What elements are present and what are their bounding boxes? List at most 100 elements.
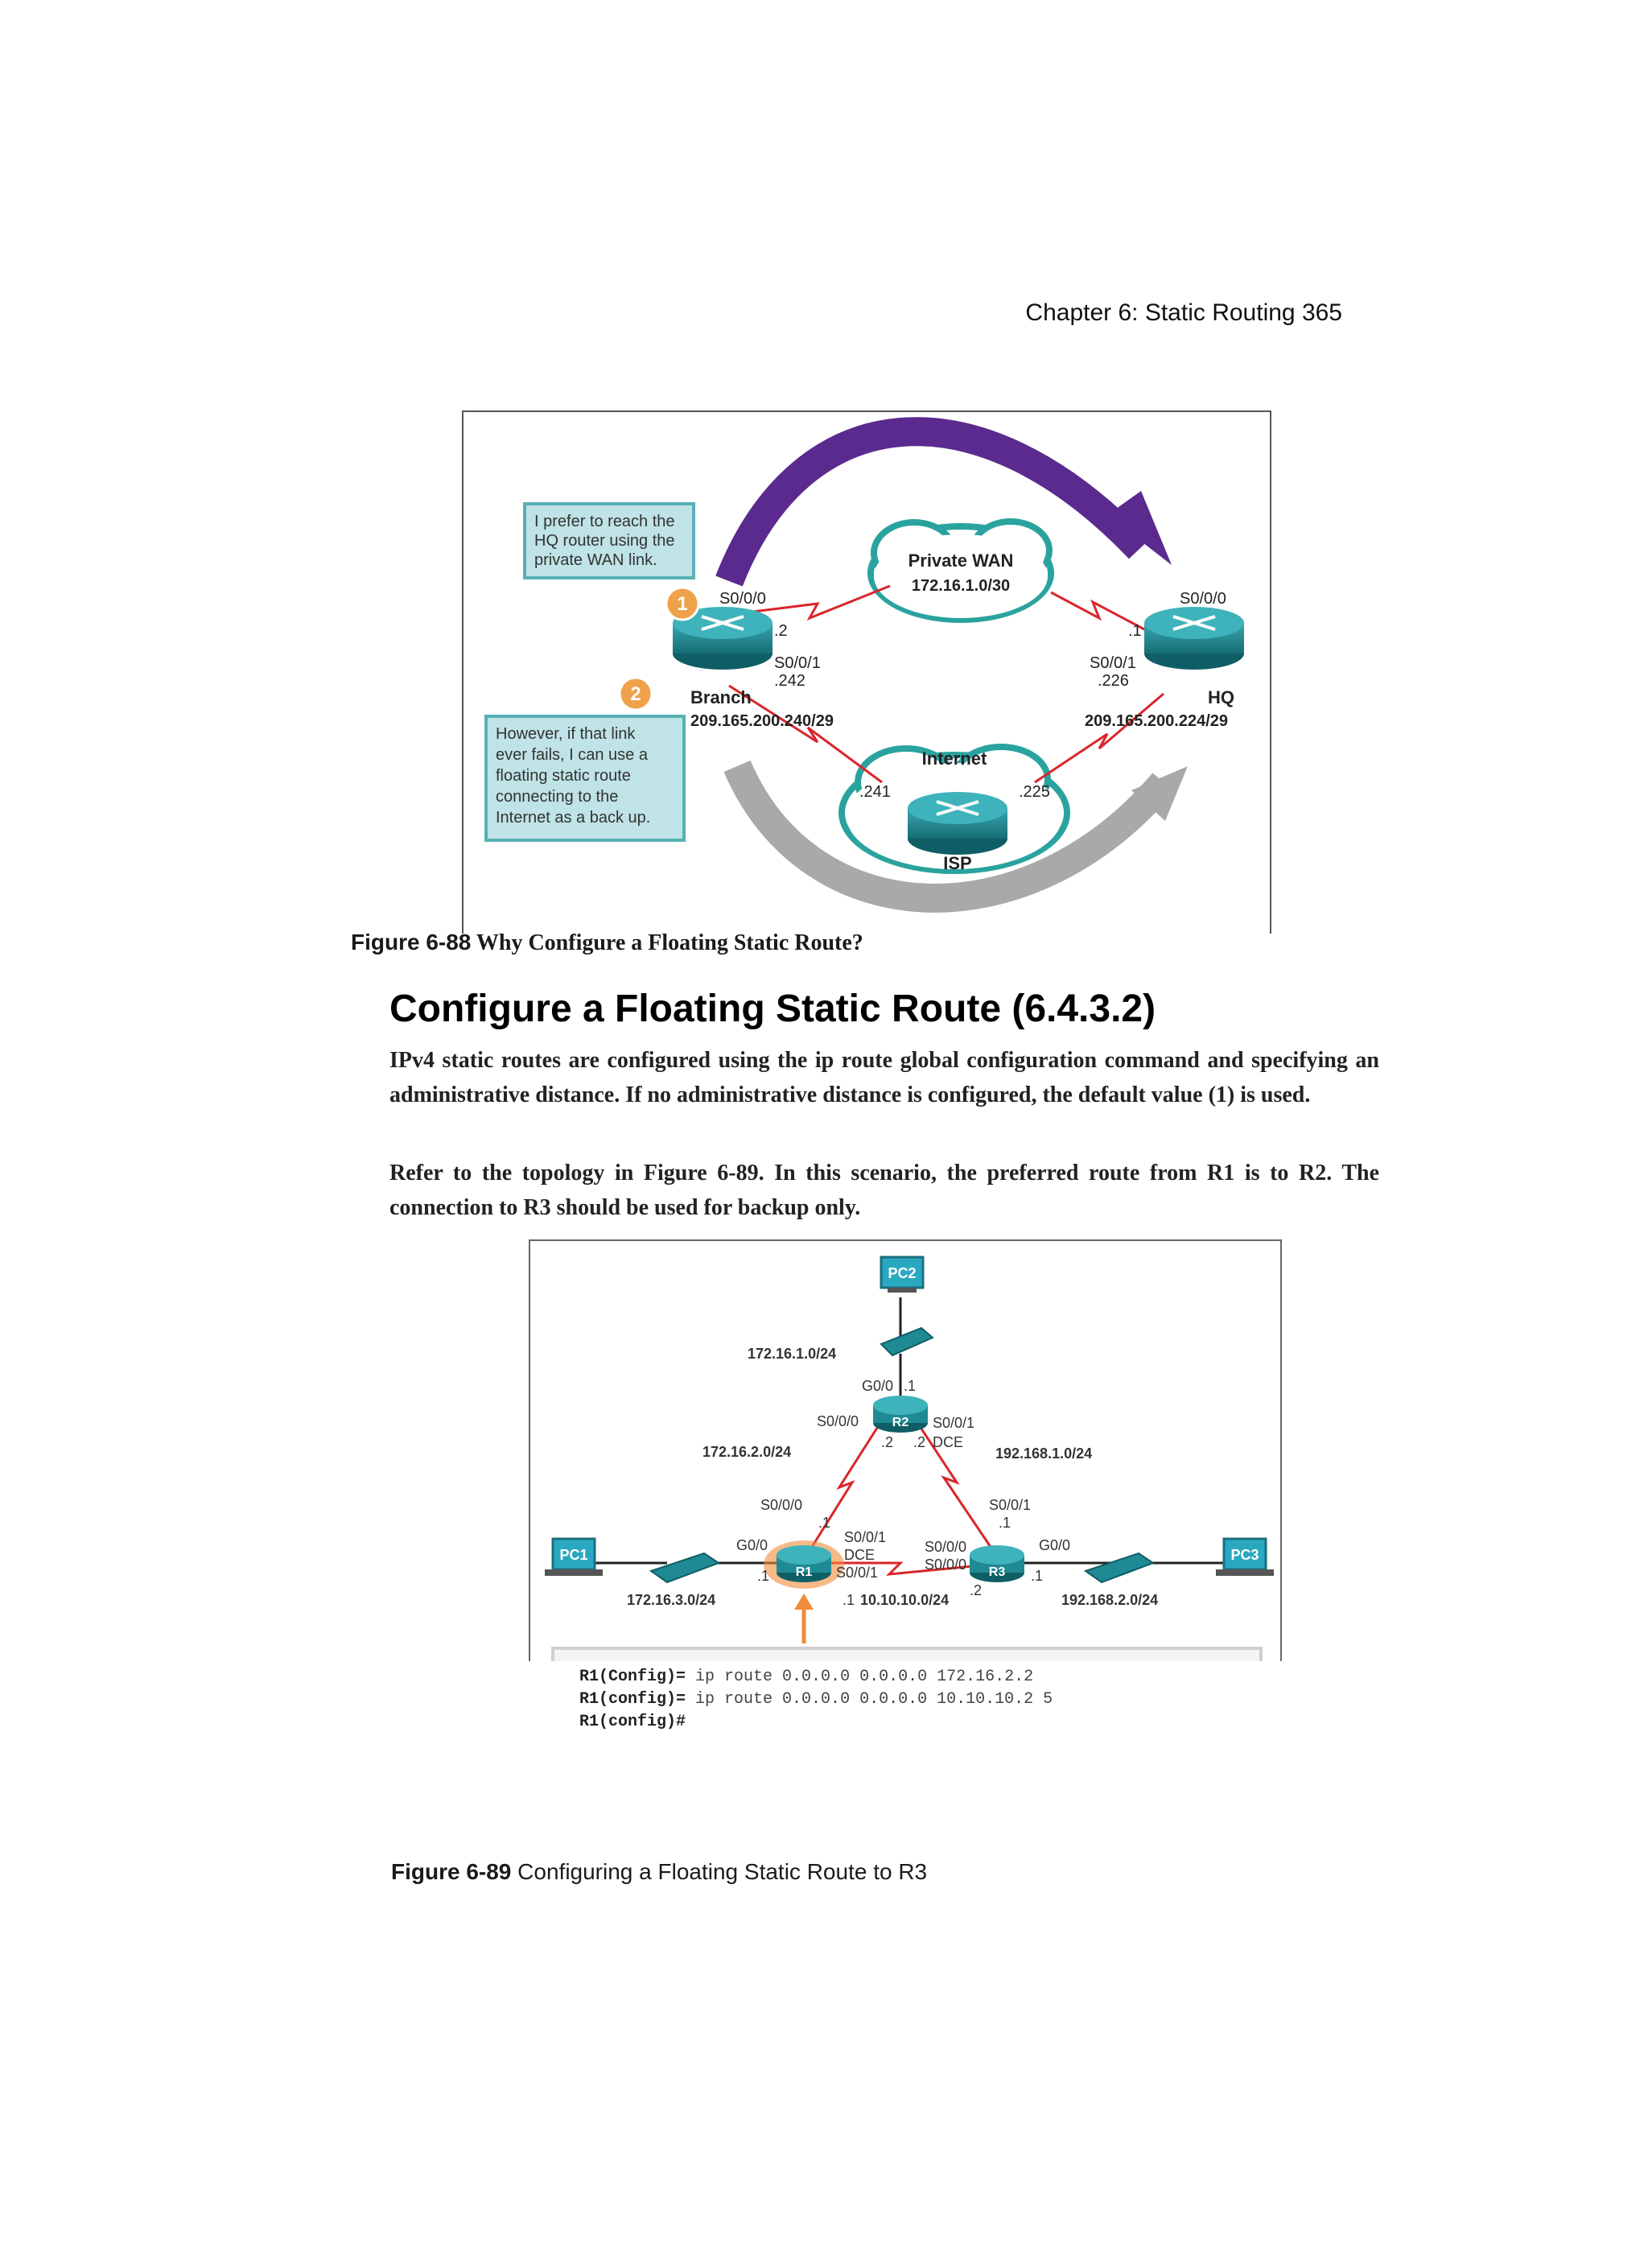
r2-s000: S0/0/0 <box>817 1413 859 1429</box>
r3-s001-ip: .1 <box>999 1515 1011 1531</box>
isp-label: ISP <box>943 853 971 873</box>
hq-label: HQ <box>1208 687 1234 707</box>
svg-text:PC2: PC2 <box>888 1265 916 1281</box>
primary-path-arrow <box>715 417 1151 587</box>
switch-r1-lan <box>649 1552 721 1584</box>
cli-line-3: R1(config)# <box>579 1711 1053 1734</box>
hq-s000-ip: .1 <box>1128 622 1142 640</box>
private-wan-network: 172.16.1.0/30 <box>912 577 1010 595</box>
r2-router: R2 <box>873 1396 928 1433</box>
hq-s001-label: S0/0/1 <box>1090 654 1136 672</box>
r1-s000: S0/0/0 <box>760 1497 802 1513</box>
r1-r3-serial <box>825 1561 974 1576</box>
console-panel-edge <box>551 1647 1263 1661</box>
r2-r3-serial <box>912 1416 992 1548</box>
figure-6-89-caption: Figure 6-89 Configuring a Floating Stati… <box>391 1859 927 1885</box>
r1-pointer-arrowhead <box>794 1594 814 1610</box>
svg-text:R3: R3 <box>989 1565 1006 1579</box>
callout-2: However, if that link ever fails, I can … <box>484 715 686 842</box>
callout-1-line-2: HQ router using the <box>534 532 675 550</box>
branch-label: Branch <box>690 687 752 707</box>
cli-prompt: R1(config)# <box>579 1713 686 1731</box>
figure-6-89-caption-text: Configuring a Floating Static Route to R… <box>511 1859 928 1884</box>
figure-6-89-caption-label: Figure 6-89 <box>391 1859 512 1884</box>
figure-6-89: PC2 PC1 PC3 R2 R1 R3 172.16.1.0/24 172.1… <box>529 1239 1282 1661</box>
pc2: PC2 <box>880 1256 925 1293</box>
isp-left-ip: .241 <box>859 783 891 801</box>
paragraph-1: IPv4 static routes are configured using … <box>389 1048 1379 1107</box>
net-r1-r2: 172.16.2.0/24 <box>702 1444 791 1460</box>
figure-6-88-caption-label: Figure 6-88 <box>351 930 472 955</box>
r3-s000-ip: .2 <box>970 1582 982 1598</box>
cli-line-2: R1(config)= ip route 0.0.0.0 0.0.0.0 10.… <box>579 1689 1053 1711</box>
branch-s000-label: S0/0/0 <box>719 590 766 608</box>
r1-s001b: S0/0/1 <box>836 1565 878 1581</box>
hq-wan-link <box>1050 591 1148 633</box>
r1-s000-ip: .1 <box>818 1515 830 1531</box>
step-2-badge: 2 <box>618 676 653 711</box>
callout-1: I prefer to reach the HQ router using th… <box>523 502 695 579</box>
branch-wan-link <box>752 584 891 621</box>
internet-label: Internet <box>922 748 987 769</box>
branch-s001-ip: .242 <box>774 672 805 690</box>
callout-2-line-2: ever fails, I can use a <box>496 746 649 764</box>
r1-g00: G0/0 <box>736 1537 768 1553</box>
figure-6-88-caption: Figure 6-88 Why Configure a Floating Sta… <box>351 930 863 956</box>
backup-path-arrow <box>723 760 1175 913</box>
pc3: PC3 <box>1216 1537 1274 1576</box>
r1-dce: DCE <box>844 1547 875 1563</box>
callout-2-line-4: connecting to the <box>496 788 618 806</box>
step-1-badge: 1 <box>665 586 700 621</box>
backup-arrowhead <box>1131 766 1188 821</box>
primary-arrowhead <box>1107 491 1172 565</box>
svg-text:1: 1 <box>677 593 687 615</box>
branch-isp-link <box>728 684 883 784</box>
hq-s000-label: S0/0/0 <box>1180 590 1226 608</box>
r2-s001: S0/0/1 <box>933 1415 974 1431</box>
hq-s001-ip: .226 <box>1098 672 1129 690</box>
figure-6-88: Private WAN 172.16.1.0/30 Internet Branc… <box>462 410 1271 934</box>
r3-g00-ip: .1 <box>1031 1568 1043 1584</box>
r1-g00-ip: .1 <box>757 1568 769 1584</box>
cli-command: ip route 0.0.0.0 0.0.0.0 172.16.2.2 <box>686 1668 1034 1686</box>
cli-prompt: R1(Config)= <box>579 1668 686 1686</box>
net-r2-lan: 172.16.1.0/24 <box>748 1346 836 1362</box>
callout-2-line-3: floating static route <box>496 767 631 785</box>
net-r1-lan: 172.16.3.0/24 <box>627 1592 715 1608</box>
r2-s001-ip: .2 <box>913 1434 925 1450</box>
switch-r3-lan <box>1083 1552 1156 1584</box>
svg-text:R1: R1 <box>796 1565 813 1579</box>
net-r2-r3: 192.168.1.0/24 <box>995 1445 1092 1462</box>
r2-g00-ip: .1 <box>904 1378 916 1394</box>
cli-line-1: R1(Config)= ip route 0.0.0.0 0.0.0.0 172… <box>579 1666 1053 1689</box>
callout-2-line-1: However, if that link <box>496 725 636 743</box>
section-heading: Configure a Floating Static Route (6.4.3… <box>389 988 1156 1030</box>
r1-router: R1 <box>764 1540 844 1589</box>
svg-text:PC1: PC1 <box>559 1547 587 1563</box>
hq-isp-link <box>1034 692 1164 784</box>
r2-s000-ip: .2 <box>881 1434 893 1450</box>
r3-s001: S0/0/1 <box>989 1497 1031 1513</box>
r1-r2-serial <box>810 1416 886 1548</box>
pc1: PC1 <box>545 1537 603 1576</box>
callout-1-line-3: private WAN link. <box>534 551 657 569</box>
hq-router <box>1144 607 1244 670</box>
r1-s001: S0/0/1 <box>844 1529 886 1545</box>
running-head: Chapter 6: Static Routing 365 <box>1025 299 1342 326</box>
svg-text:R2: R2 <box>892 1416 909 1429</box>
branch-s001-label: S0/0/1 <box>774 654 821 672</box>
paragraph-2: Refer to the topology in Figure 6-89. In… <box>389 1161 1379 1220</box>
isp-right-ip: .225 <box>1019 783 1050 801</box>
r3-g00: G0/0 <box>1039 1537 1070 1553</box>
branch-s000-ip: .2 <box>774 622 788 640</box>
net-r3-lan: 192.168.2.0/24 <box>1061 1592 1158 1608</box>
svg-text:2: 2 <box>630 683 641 705</box>
isp-router <box>908 792 1007 855</box>
hq-network: 209.165.200.224/29 <box>1085 712 1228 730</box>
branch-router <box>673 607 772 670</box>
figure-6-88-caption-text: Why Configure a Floating Static Route? <box>471 930 863 955</box>
r1-s001-ip: .1 <box>843 1592 855 1608</box>
cli-prompt: R1(config)= <box>579 1690 686 1709</box>
net-r1-r3: 10.10.10.0/24 <box>860 1592 949 1608</box>
private-wan-cloud <box>867 518 1054 623</box>
